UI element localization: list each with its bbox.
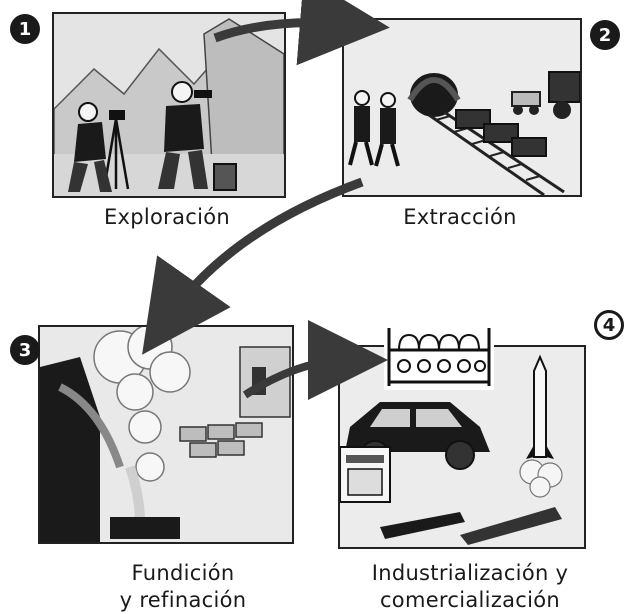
exploration-illustration <box>52 12 286 198</box>
step-3-caption-line-1: Fundición <box>131 561 235 585</box>
smelting-refining-illustration <box>38 325 294 544</box>
step-1-caption: Exploración <box>103 205 231 229</box>
arrow-1-to-2 <box>213 0 390 66</box>
step-4-caption: Industrialización y comercialización <box>320 560 620 614</box>
step-4-caption-line-2: comercialización <box>379 588 561 612</box>
step-1-number-badge: 1 <box>10 14 40 44</box>
step-2-number-badge: 2 <box>590 20 620 50</box>
arrow-2-to-3 <box>142 177 364 355</box>
wrought-iron-fence-illustration <box>384 320 494 390</box>
step-4-number-badge: 4 <box>594 310 624 340</box>
step-3-caption-line-2: y refinación <box>119 588 247 612</box>
step-2-caption: Extracción <box>403 205 517 229</box>
step-4-caption-line-1: Industrialización y <box>371 561 569 585</box>
step-3-number-badge: 3 <box>10 335 40 365</box>
industrialization-illustration <box>338 345 586 549</box>
arrow-3-to-4 <box>242 320 388 401</box>
step-3-caption: Fundición y refinación <box>88 560 278 614</box>
